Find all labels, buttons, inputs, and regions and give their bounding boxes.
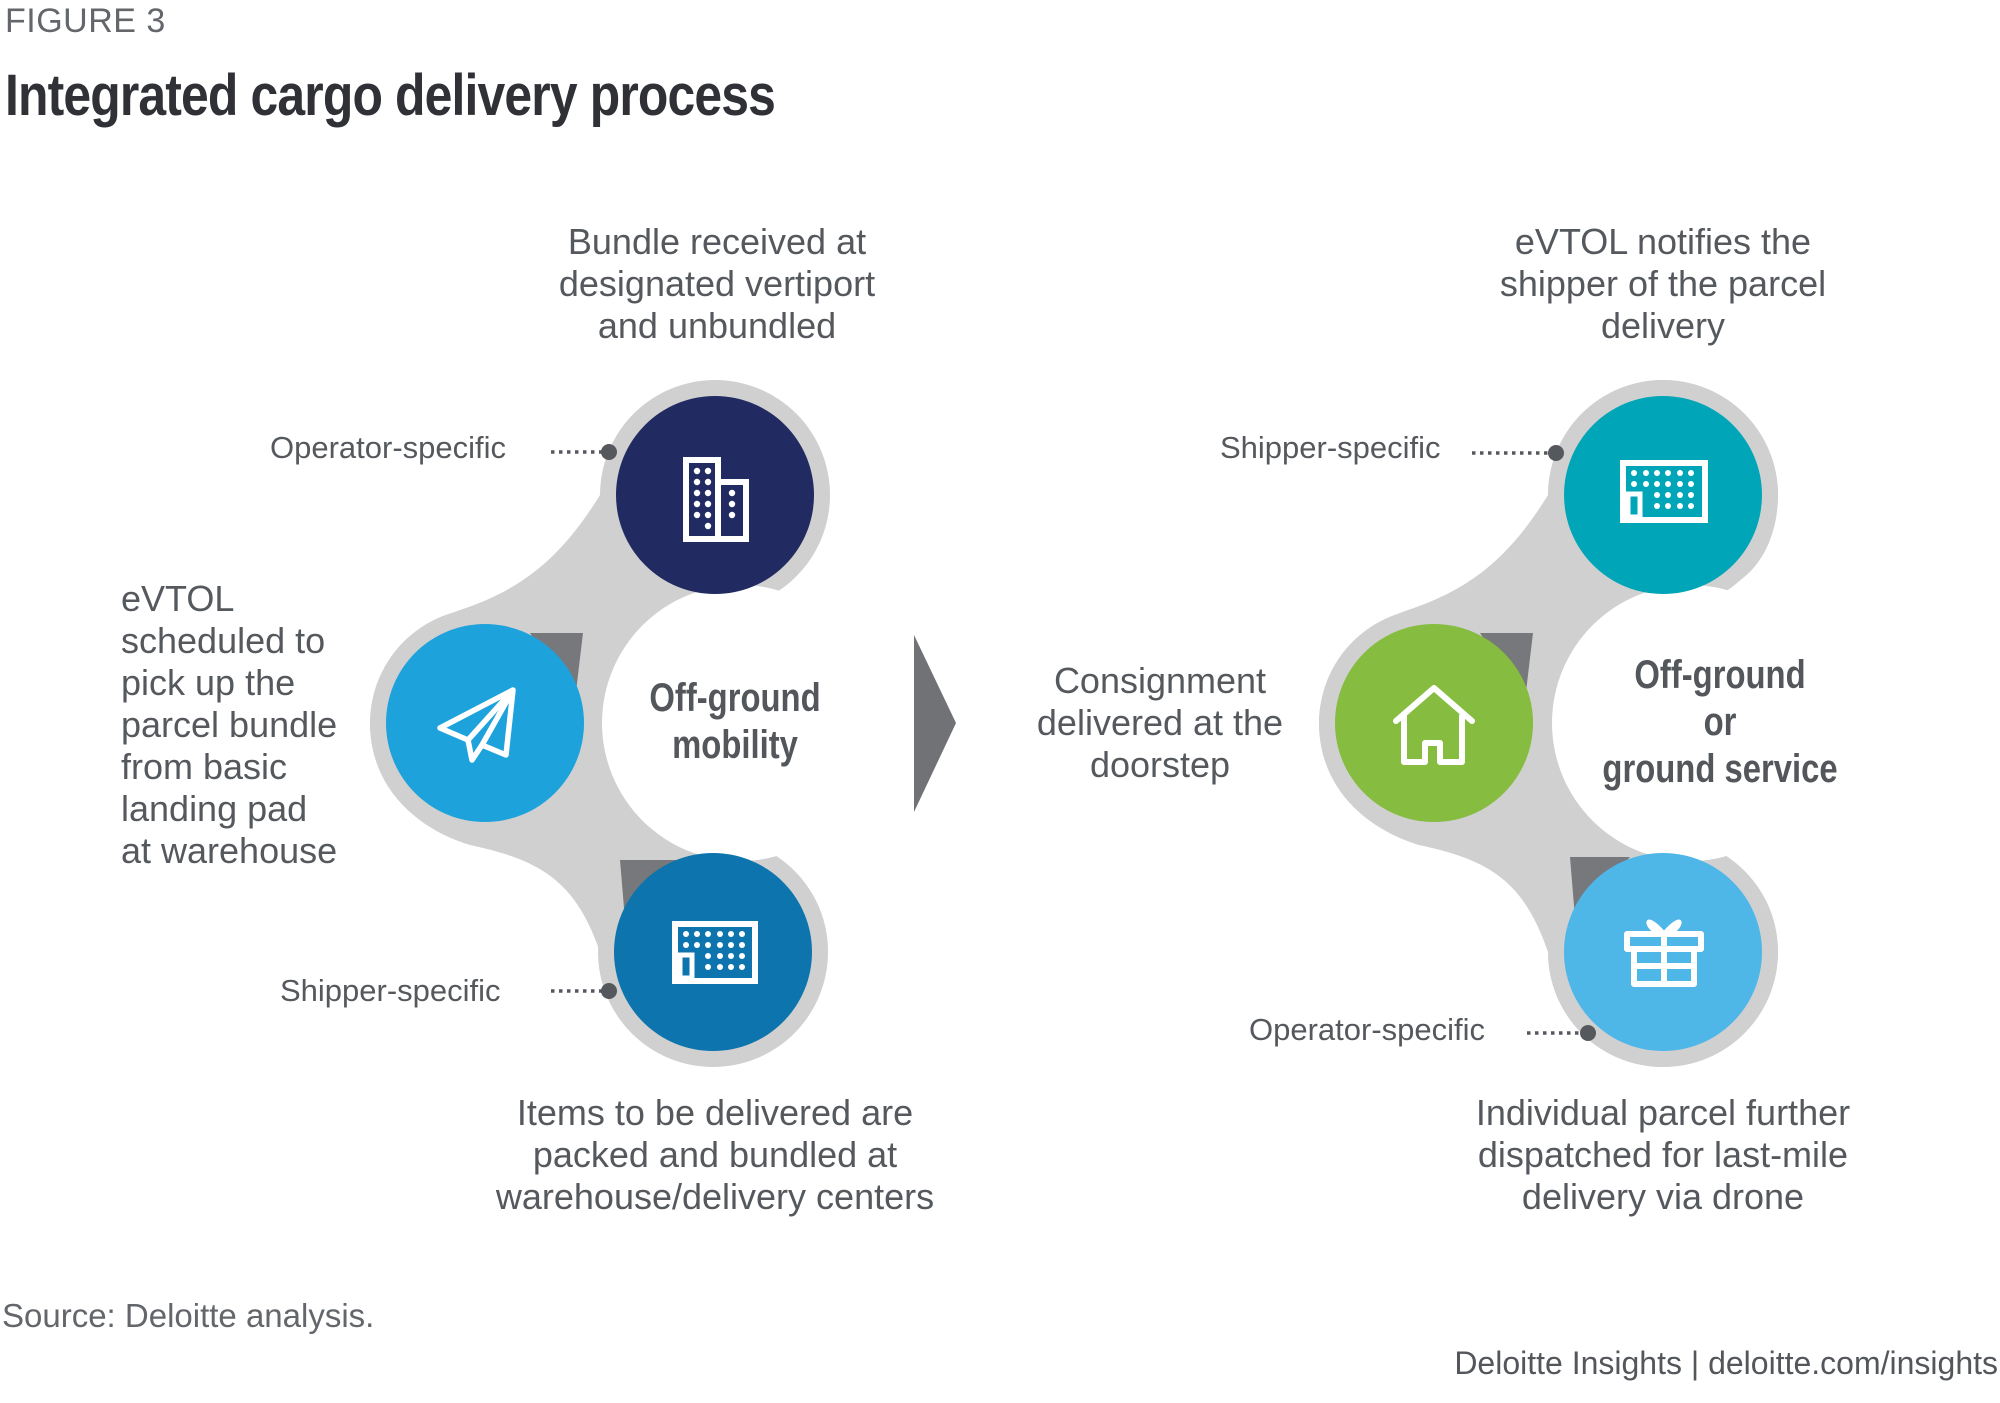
right-bottom-tag-connector [1527, 1025, 1596, 1041]
paper-plane-icon [437, 687, 516, 763]
right-center-notch [1552, 585, 1828, 861]
left-top-description: Bundle received at designated vertiport … [558, 221, 876, 346]
left-cluster [370, 380, 878, 1067]
process-arrow [914, 635, 956, 812]
left-center-label: Off-ground mobility [649, 676, 821, 767]
left-bottom-tag: Shipper-specific [280, 973, 501, 1008]
right-bottom-description: Individual parcel further dispatched for… [1475, 1092, 1851, 1217]
left-bottom-tag-connector [551, 983, 617, 999]
gift-icon [1624, 919, 1704, 987]
left-bottom-description: Items to be delivered are packed and bun… [495, 1092, 935, 1217]
right-top-tag-connector [1472, 445, 1564, 461]
left-center-notch [602, 585, 878, 861]
warehouse-building-icon [672, 921, 758, 984]
right-cluster [1319, 380, 1828, 1067]
figure-label: FIGURE 3 [5, 2, 166, 40]
right-center-label: Off-ground or ground service [1602, 653, 1838, 791]
left-top-tag: Operator-specific [270, 430, 507, 465]
source-note: Source: Deloitte analysis. [2, 1297, 375, 1334]
left-top-tag-connector [551, 444, 617, 460]
office-buildings-icon [683, 457, 749, 542]
right-top-node [1564, 396, 1762, 594]
figure-title: Integrated cargo delivery process [5, 63, 776, 128]
right-top-tag: Shipper-specific [1220, 430, 1441, 465]
right-middle-description: Consignment delivered at the doorstep [1036, 660, 1284, 785]
warehouse-building-icon [1620, 460, 1708, 523]
house-icon [1393, 685, 1475, 765]
footer-credit: Deloitte Insights | deloitte.com/insight… [1454, 1345, 1998, 1381]
left-middle-description: eVTOL scheduled to pick up the parcel bu… [121, 578, 338, 871]
right-bottom-tag: Operator-specific [1249, 1012, 1486, 1047]
left-bottom-node [614, 853, 812, 1051]
right-middle-node [1335, 624, 1533, 822]
right-top-description: eVTOL notifies the shipper of the parcel… [1499, 221, 1827, 346]
